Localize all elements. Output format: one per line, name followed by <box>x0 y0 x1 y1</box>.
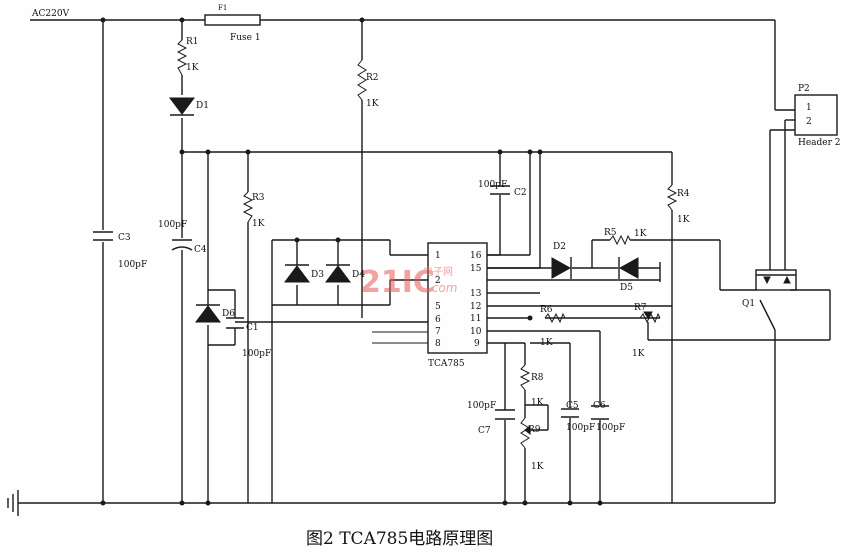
pin-10: 10 <box>470 327 482 337</box>
label-p2: P2 <box>798 84 810 94</box>
label-r7-value: 1K <box>632 349 645 359</box>
label-r9: R9 <box>528 425 541 435</box>
label-r5-value: 1K <box>634 229 647 239</box>
label-c6-value: 100pF <box>596 423 625 433</box>
label-p2-pin2: 2 <box>806 117 812 127</box>
capacitor-c5 <box>561 408 579 418</box>
ground-icon <box>7 490 19 516</box>
diode-d6 <box>195 304 221 323</box>
resistor-r3 <box>242 191 254 223</box>
resistor-r4 <box>666 184 678 211</box>
label-fuse: Fuse 1 <box>230 33 261 43</box>
capacitor-c4 <box>171 239 193 251</box>
label-d1: D1 <box>196 101 209 111</box>
label-r4-value: 1K <box>677 215 690 225</box>
label-r3-value: 1K <box>252 219 265 229</box>
label-r4: R4 <box>677 189 690 199</box>
label-r2-value: 1K <box>366 99 379 109</box>
label-ic: TCA785 <box>428 359 465 369</box>
watermark-url: .com <box>428 281 457 295</box>
pin-15: 15 <box>470 264 482 274</box>
junctions <box>100 17 603 506</box>
labels: AC220V F1 Fuse 1 R1 1K D1 R2 1K C3 100pF… <box>31 4 841 472</box>
label-r2: R2 <box>366 73 379 83</box>
label-d2: D2 <box>553 242 566 252</box>
label-d4: D4 <box>352 270 365 280</box>
potentiometer-r7 <box>639 311 661 324</box>
label-c1: C1 <box>246 323 259 333</box>
figure-caption: 图2 TCA785电路原理图 <box>306 529 493 549</box>
label-c4: C4 <box>194 245 207 255</box>
pin-1: 1 <box>435 251 441 261</box>
resistor-r8 <box>519 364 531 391</box>
label-r8: R8 <box>531 373 544 383</box>
label-d3: D3 <box>311 270 324 280</box>
watermark-logo: 21IC 电子网 .com <box>360 265 457 300</box>
label-d5: D5 <box>620 283 633 293</box>
watermark-text: 21IC <box>360 265 435 300</box>
pin-13: 13 <box>470 289 482 299</box>
pin-11: 11 <box>470 314 481 324</box>
diode-d1 <box>169 97 195 115</box>
label-c3-value: 100pF <box>118 260 147 270</box>
fuse-f1 <box>204 14 261 26</box>
label-c5: C5 <box>566 401 579 411</box>
label-c6: C6 <box>593 401 606 411</box>
label-r3: R3 <box>252 193 265 203</box>
label-q1: Q1 <box>742 299 755 309</box>
pin-6: 6 <box>435 315 441 325</box>
diode-d4 <box>325 264 351 283</box>
label-r5: R5 <box>604 228 617 238</box>
potentiometer-r9 <box>520 417 531 449</box>
label-r6-value: 1K <box>540 338 553 348</box>
resistor-r6 <box>544 312 566 324</box>
label-c2-value: 100pF <box>478 180 507 190</box>
label-r6: R6 <box>540 305 553 315</box>
diode-d5 <box>618 257 639 279</box>
resistor-r2 <box>357 59 367 101</box>
capacitor-c7 <box>495 409 515 420</box>
label-ac: AC220V <box>31 9 70 19</box>
label-r7: R7 <box>634 303 647 313</box>
resistor-r1 <box>176 39 188 76</box>
pin-16: 16 <box>470 251 482 261</box>
diode-d3 <box>284 264 310 283</box>
label-c5-value: 100pF <box>566 423 595 433</box>
capacitor-c1 <box>226 317 244 329</box>
label-f1: F1 <box>218 4 227 12</box>
pin-9: 9 <box>474 339 480 349</box>
capacitor-c3 <box>93 231 113 241</box>
label-p2-pin1: 1 <box>806 103 812 113</box>
pin-8: 8 <box>435 339 441 349</box>
label-c4-value: 100pF <box>158 220 187 230</box>
label-c1-value: 100pF <box>242 349 271 359</box>
capacitor-c6 <box>591 405 609 420</box>
pin-2: 2 <box>435 276 441 286</box>
label-r1: R1 <box>186 37 199 47</box>
header-p2 <box>794 94 838 136</box>
wires <box>18 19 831 504</box>
label-r1-value: 1K <box>186 63 199 73</box>
triac-q1 <box>755 269 797 291</box>
junction-dot <box>527 315 533 321</box>
label-r8-value: 1K <box>531 398 544 408</box>
label-c3: C3 <box>118 233 131 243</box>
watermark-sub: 电子网 <box>423 265 453 278</box>
pin-12: 12 <box>470 302 481 312</box>
diode-d2 <box>551 257 572 279</box>
label-c2: C2 <box>514 188 527 198</box>
pin-5: 5 <box>435 302 441 312</box>
label-header: Header 2 <box>798 138 841 148</box>
label-d6: D6 <box>222 309 235 319</box>
label-c7-value: 100pF <box>467 401 496 411</box>
label-r9-value: 1K <box>531 462 544 472</box>
capacitor-c2 <box>490 185 510 195</box>
ic-tca785 <box>427 242 488 354</box>
resistor-r5 <box>609 234 631 246</box>
pin-7: 7 <box>435 327 441 337</box>
label-c7: C7 <box>478 426 491 436</box>
